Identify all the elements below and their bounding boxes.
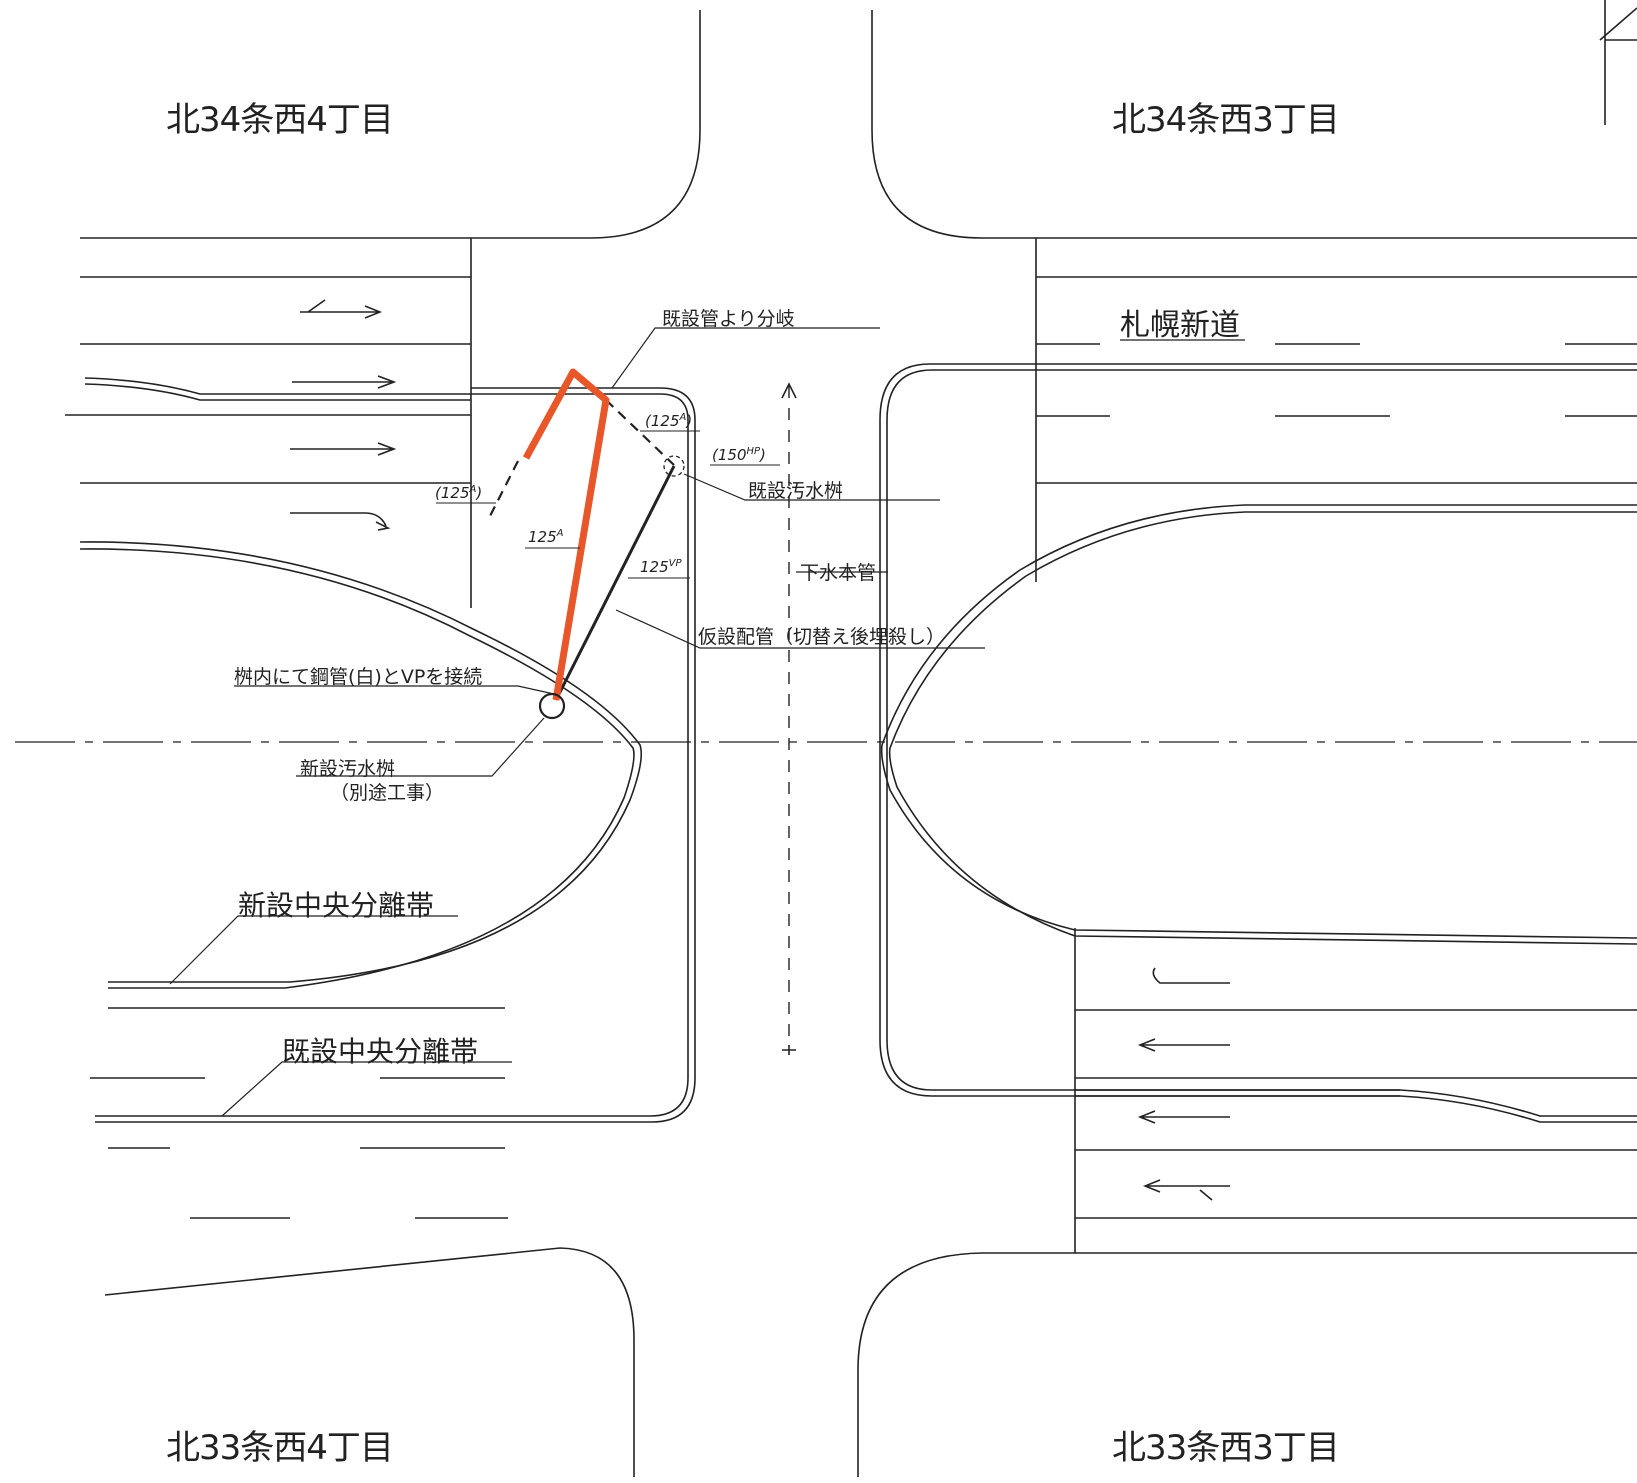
lane-arrow-icon	[300, 300, 380, 318]
lane-arrow-icon	[1145, 1180, 1230, 1200]
leader-connection	[234, 685, 555, 695]
leader-existing-manhole	[683, 473, 940, 501]
leader-new-median	[169, 915, 458, 985]
lane-line	[85, 384, 471, 400]
existing-manhole-icon	[664, 456, 684, 476]
block-label-ne: 北34条西3丁目	[1112, 100, 1340, 140]
lane-arrow-icon	[1140, 1111, 1230, 1123]
lane-line	[1075, 1090, 1637, 1116]
new-manhole-icon	[540, 694, 564, 718]
existing-median-west	[95, 394, 688, 1116]
pipe-size-label: (125A)	[435, 484, 483, 502]
leader-existing-median	[221, 1061, 512, 1117]
pipe-size-label: 125A	[528, 528, 564, 546]
new-manhole-annotation-sub: （別途工事）	[330, 782, 445, 804]
lane-arrow-icon	[290, 513, 388, 530]
leader-branch	[611, 327, 880, 389]
existing-pipe-dashed	[488, 461, 518, 520]
north-arrow-icon	[1600, 0, 1637, 125]
new-pipe-orange	[522, 368, 610, 701]
pipe-size-label: (150HP)	[712, 446, 766, 464]
lane-arrow-icon	[1153, 968, 1230, 983]
new-median-west	[80, 542, 641, 982]
road-name-label: 札幌新道	[1120, 308, 1240, 343]
lane-arrow-icon	[290, 443, 394, 455]
leader-temporary	[615, 609, 985, 649]
new-median-label: 新設中央分離帯	[238, 889, 435, 922]
lane-line	[1075, 1096, 1637, 1122]
main-sewer-end	[782, 1045, 796, 1055]
block-label-sw: 北33条西4丁目	[166, 1428, 394, 1468]
lane-arrow-icon	[292, 376, 394, 388]
temporary-pipe-annotation: 仮設配管（切替え後埋殺し）	[698, 626, 946, 648]
existing-manhole-annotation: 既設汚水桝	[748, 480, 844, 502]
block-label-se: 北33条西3丁目	[1112, 1428, 1340, 1468]
nw-block-outline	[80, 10, 700, 238]
pipe-size-label: (125A)	[645, 412, 693, 430]
pipe-size-label: 125VP	[640, 558, 682, 576]
existing-median-east-inner	[887, 370, 1637, 1090]
new-median-east	[882, 505, 1637, 938]
connection-annotation: 桝内にて鋼管(白)とVPを接続	[234, 666, 483, 688]
new-manhole-annotation: 新設汚水桝	[300, 758, 396, 780]
ne-block-outline	[872, 10, 1637, 238]
sw-block-outline	[105, 1248, 634, 1477]
existing-median-west-inner	[95, 388, 695, 1122]
main-sewer-arrow	[782, 384, 796, 398]
lane-arrow-icon	[1140, 1039, 1230, 1051]
new-median-east-inner	[890, 512, 1637, 944]
main-sewer-annotation: 下水本管	[800, 562, 877, 584]
new-median-west-inner	[80, 549, 634, 988]
existing-median-east	[880, 364, 1637, 1096]
lane-line	[85, 378, 471, 394]
branch-annotation: 既設管より分岐	[662, 308, 795, 330]
existing-pipe-dashed	[606, 400, 674, 465]
leader-new-manhole	[296, 717, 545, 777]
temporary-pipe	[556, 466, 674, 700]
block-label-nw: 北34条西4丁目	[166, 100, 394, 140]
existing-median-label: 既設中央分離帯	[282, 1035, 479, 1068]
se-block-outline	[858, 1253, 1637, 1477]
